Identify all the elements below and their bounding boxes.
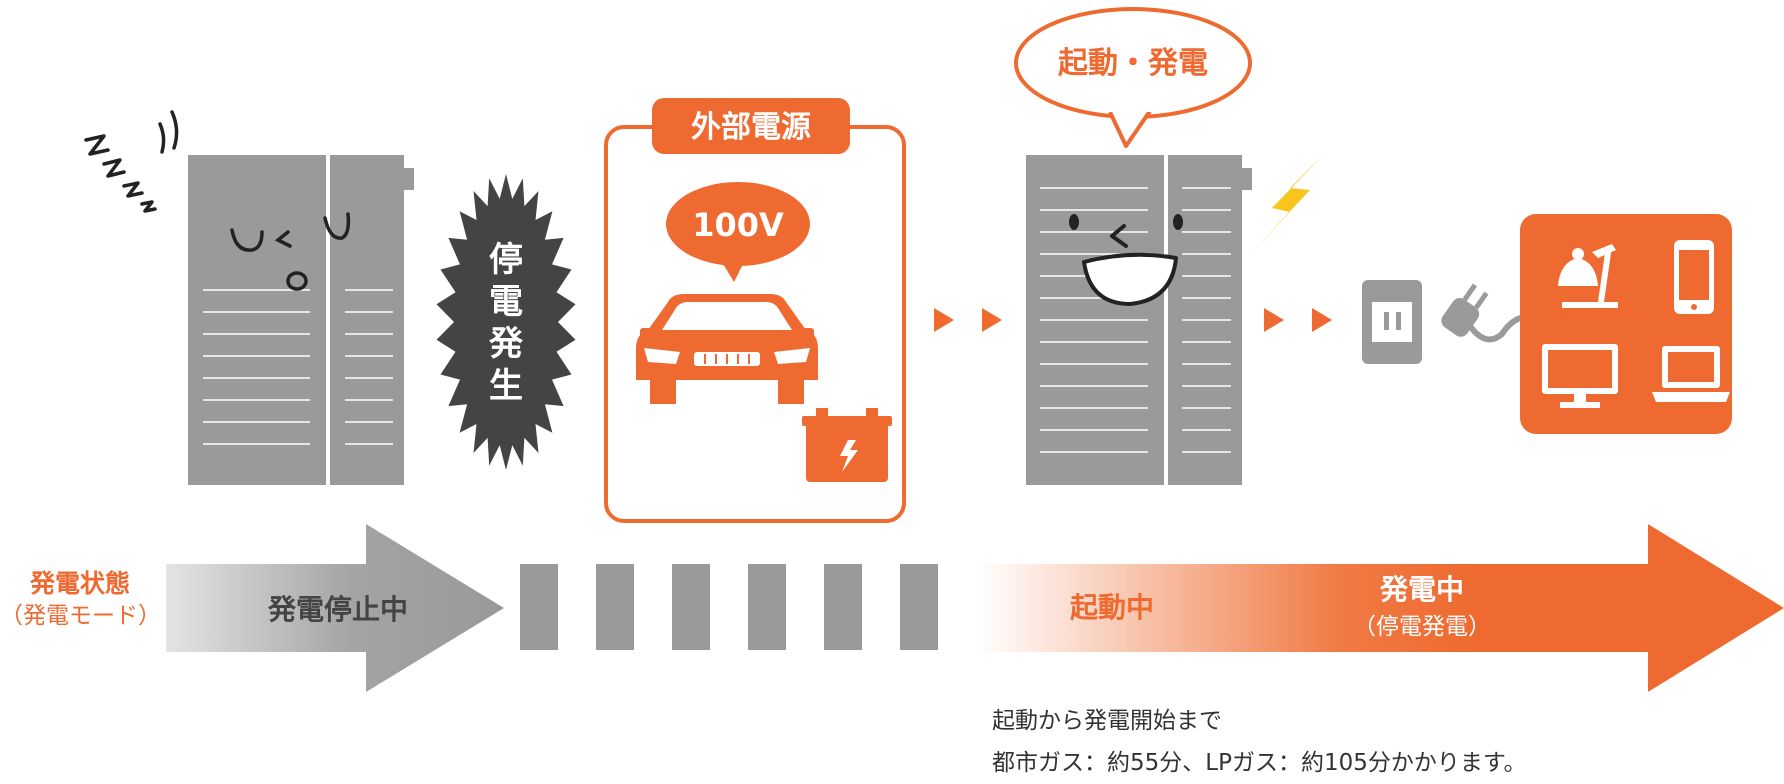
outage-label: 停電発生 [489, 240, 524, 406]
voltage-label: 100V [692, 206, 784, 244]
timeline-dashes [520, 564, 938, 650]
laptop-icon [1652, 346, 1730, 402]
timeline-stopped-label: 発電停止中 [267, 593, 408, 626]
appliances-panel [1520, 214, 1732, 434]
car-icon [636, 294, 818, 404]
speech-text: 起動・発電 [1058, 46, 1208, 81]
mode-subtitle: （発電モード） [0, 603, 161, 629]
power-plug-icon [1441, 283, 1531, 343]
outage-char: 停 [489, 240, 523, 280]
timeline-generating-label: 発電中 [1379, 573, 1464, 606]
generation-mode-label: 発電状態 （発電モード） [0, 568, 161, 632]
outage-char: 生 [489, 366, 523, 406]
awake-fuel-cell-unit [1026, 155, 1252, 485]
outage-char: 発 [489, 324, 524, 364]
note-line-1: 起動から発電開始まで [992, 708, 1222, 734]
desk-lamp-icon [1558, 244, 1618, 308]
timeline-stopped-arrow: 発電停止中 [166, 524, 504, 692]
unit-vent-lines [203, 289, 393, 445]
timeline-generating-sublabel: （停電発電） [1353, 614, 1491, 640]
voltage-bubble: 100V [666, 182, 810, 282]
note-line-2: 都市ガス：約55分、LPガス：約105分かかります。 [992, 750, 1527, 776]
power-outlet-icon [1362, 280, 1422, 364]
external-power-label: 外部電源 [691, 110, 811, 145]
timeline-starting-label: 起動中 [1070, 591, 1154, 624]
external-power-box: 外部電源 100V [604, 98, 906, 523]
lightning-icon [1250, 152, 1326, 254]
sleeping-fuel-cell-unit [188, 155, 414, 485]
speech-bubble: 起動・発電 [1014, 7, 1252, 148]
outage-char: 電 [489, 282, 523, 322]
starburst-icon: 停電発生 [436, 174, 576, 470]
sleeping-face [230, 212, 351, 291]
startup-time-note: 起動から発電開始まで 都市ガス：約55分、LPガス：約105分かかります。 [992, 700, 1527, 784]
smartphone-icon [1674, 240, 1714, 314]
monitor-icon [1542, 344, 1618, 408]
winking-face [1069, 214, 1183, 306]
car-battery-icon [802, 408, 892, 482]
zzz-icon [84, 110, 179, 213]
timeline-generating-arrow: 起動中 発電中 （停電発電） [978, 524, 1784, 692]
mode-title: 発電状態 [29, 569, 130, 598]
flow-arrowheads [934, 308, 1332, 332]
